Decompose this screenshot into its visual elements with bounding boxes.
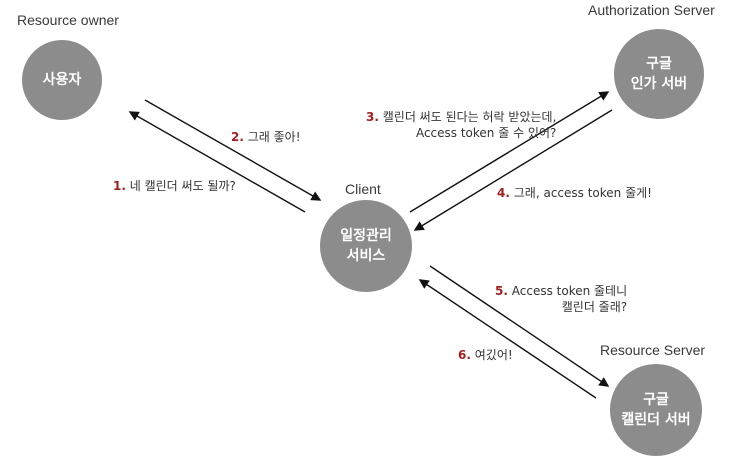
message-step-2: 2. 그래 좋아! bbox=[231, 129, 301, 145]
arrow-step-4 bbox=[413, 109, 613, 231]
client-node: 일정관리 서비스 bbox=[320, 200, 412, 292]
step-number: 3. bbox=[366, 110, 379, 124]
message-text-line1: Access token 줄테니 bbox=[511, 284, 628, 298]
message-text: 네 캘린더 써도 될까? bbox=[129, 179, 236, 193]
message-text-line1: 캘린더 써도 된다는 허락 받았는데, bbox=[382, 110, 557, 124]
resource-server-node-line1: 구글 bbox=[643, 392, 669, 408]
arrow-step-2 bbox=[144, 99, 322, 201]
message-text-line2: Access token 줄 수 있어? bbox=[415, 126, 557, 140]
resource-server-node: 구글 캘린더 서버 bbox=[610, 364, 702, 456]
arrow-step-1 bbox=[128, 111, 306, 213]
message-step-4: 4. 그래, access token 줄게! bbox=[497, 185, 652, 201]
message-step-3: 3. 캘린더 써도 된다는 허락 받았는데, Access token 줄 수 … bbox=[366, 109, 556, 141]
resource-server-node-line2: 캘린더 서버 bbox=[621, 412, 691, 428]
step-number: 6. bbox=[458, 348, 471, 362]
authorization-server-node-line1: 구글 bbox=[646, 56, 672, 72]
arrow-step-5 bbox=[429, 265, 610, 387]
message-step-6: 6. 여깄어! bbox=[458, 347, 513, 363]
step-number: 5. bbox=[495, 284, 508, 298]
message-text-line2: 캘린더 줄래? bbox=[561, 300, 628, 314]
user-node: 사용자 bbox=[22, 40, 102, 120]
message-text: 여깄어! bbox=[474, 348, 513, 362]
resource-server-label: Resource Server bbox=[600, 342, 706, 358]
client-node-line2: 서비스 bbox=[346, 248, 386, 264]
authorization-server-node-line2: 인가 서버 bbox=[630, 76, 688, 92]
message-text: 그래, access token 줄게! bbox=[513, 186, 652, 200]
step-number: 4. bbox=[497, 186, 510, 200]
authorization-server-label: Authorization Server bbox=[588, 2, 715, 18]
user-node-label: 사용자 bbox=[42, 72, 82, 88]
client-label: Client bbox=[345, 181, 381, 197]
message-text: 그래 좋아! bbox=[247, 130, 301, 144]
step-number: 2. bbox=[231, 130, 244, 144]
message-step-1: 1. 네 캘린더 써도 될까? bbox=[113, 178, 236, 194]
resource-owner-label: Resource owner bbox=[17, 12, 119, 28]
arrow-step-3 bbox=[409, 91, 610, 213]
step-number: 1. bbox=[113, 179, 126, 193]
message-step-5: 5. Access token 줄테니 캘린더 줄래? bbox=[495, 283, 627, 315]
arrow-step-6 bbox=[418, 279, 597, 399]
authorization-server-node: 구글 인가 서버 bbox=[614, 29, 704, 119]
client-node-line1: 일정관리 bbox=[340, 228, 392, 244]
